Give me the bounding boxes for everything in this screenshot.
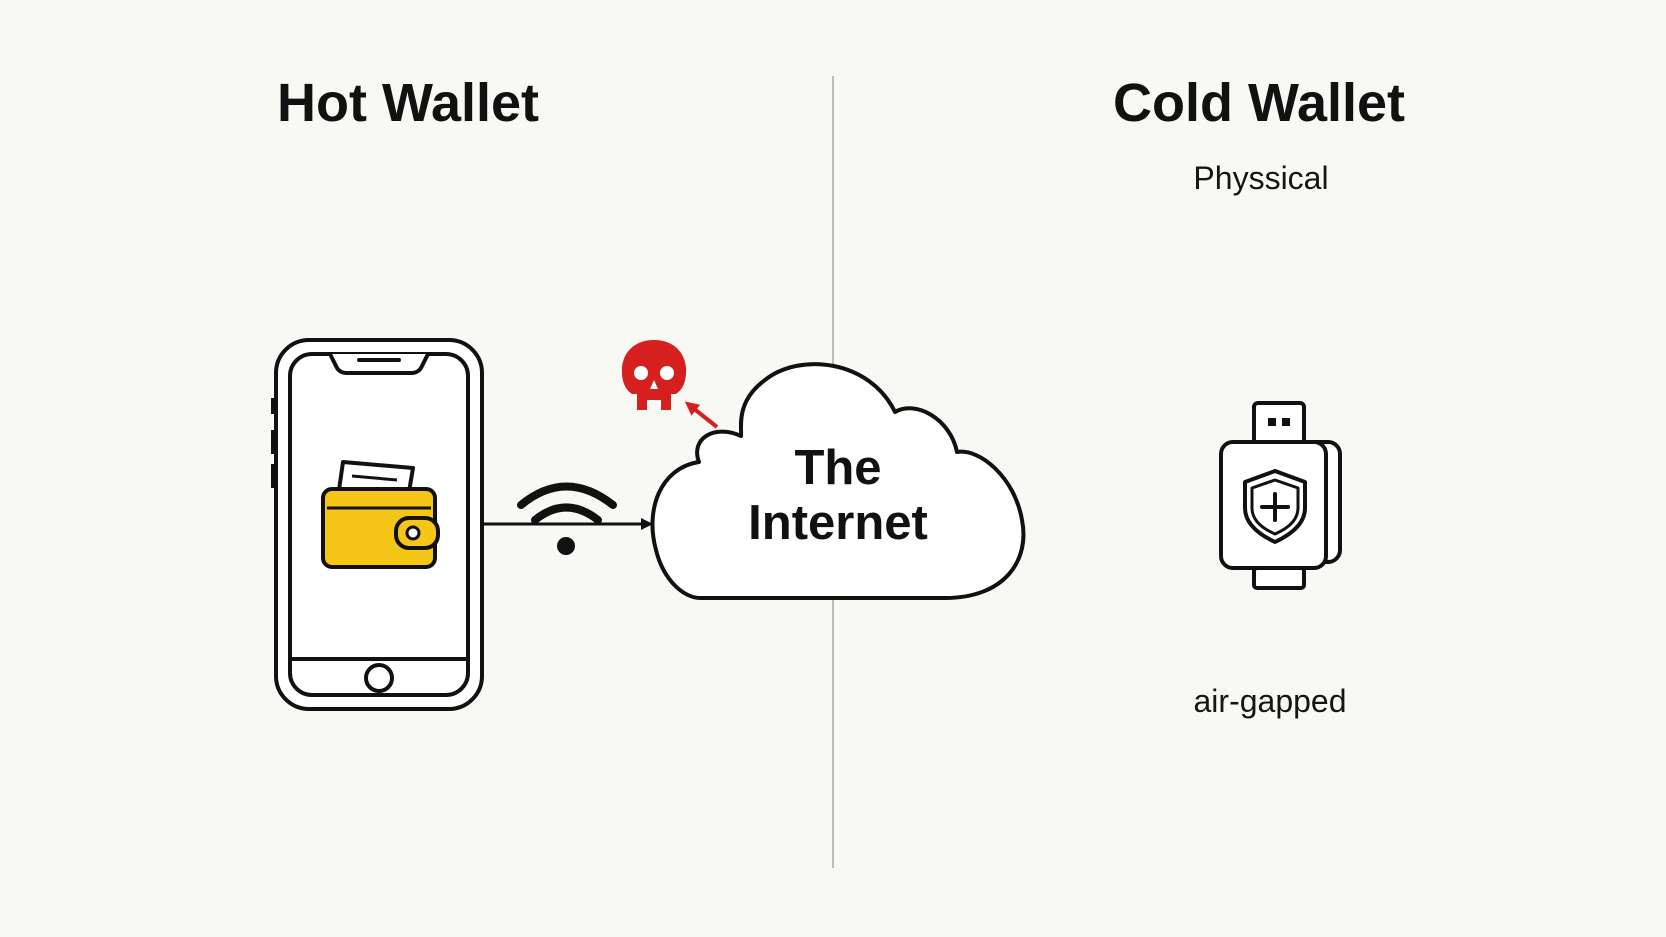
cloud-label-line2: Internet [748,496,928,550]
wifi-icon [517,482,617,555]
skull-icon [621,340,687,410]
threat-arrow [684,401,719,429]
cold-wallet-title: Cold Wallet [1113,73,1405,133]
hot-wallet-title: Hot Wallet [277,73,539,133]
cold-wallet-subtitle: Physsical [1193,160,1329,196]
usb-shield-icon [1219,401,1342,590]
cloud-label-line1: The [794,441,882,495]
air-gapped-caption: air-gapped [1193,683,1347,719]
cloud-icon [650,362,1026,600]
wallet-icon [321,460,440,569]
cloud-label: The Internet [748,441,928,551]
